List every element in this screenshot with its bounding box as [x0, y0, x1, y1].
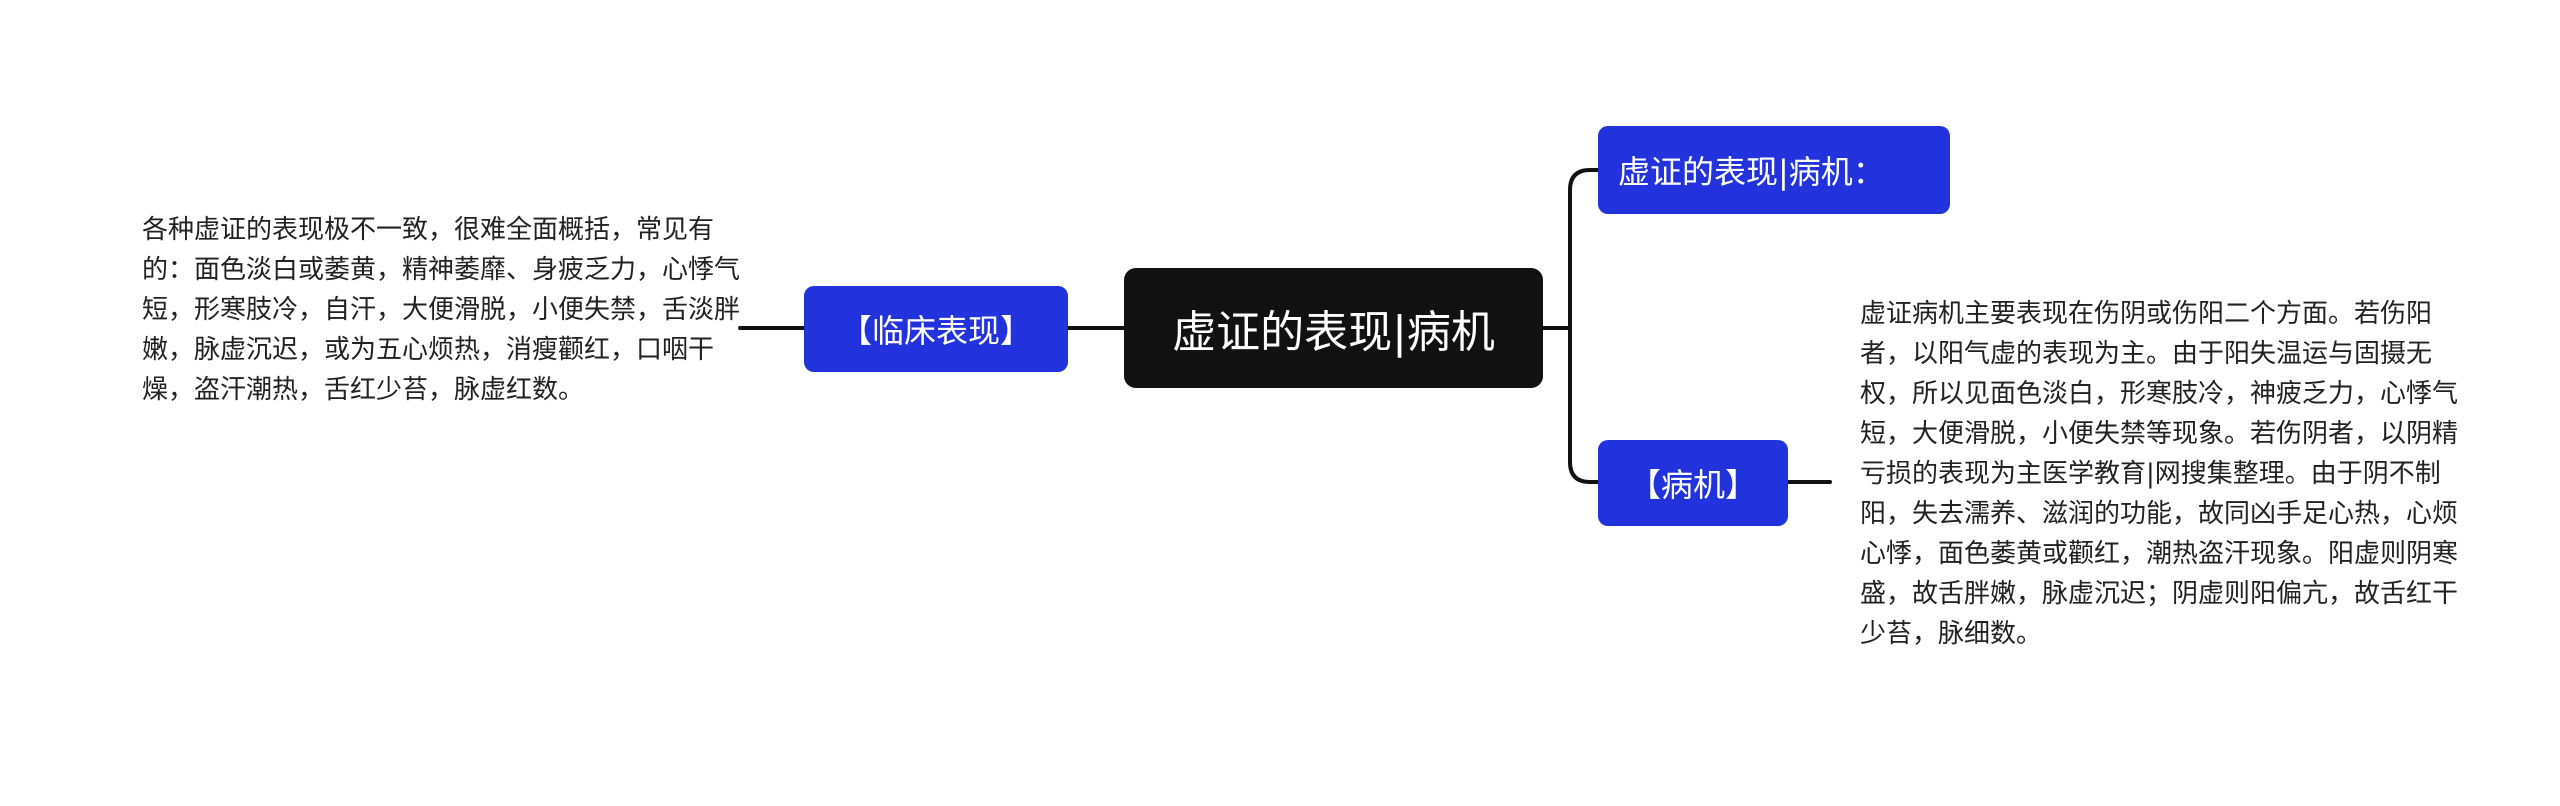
topic-clinical-label: 【临床表现】 — [839, 312, 1032, 350]
pathogenesis-detail-text: 虚证病机主要表现在伤阴或伤阳二个方面。若伤阳者，以阳气虚的表现为主。由于阳失温运… — [1860, 299, 2459, 649]
connector-trunk-to-title — [1568, 168, 1600, 330]
topic-pathogenesis-label: 【病机】 — [1628, 466, 1757, 504]
connector-trunk-to-bingji — [1568, 326, 1600, 484]
central-topic[interactable]: 虚证的表现|病机 — [1124, 268, 1543, 388]
central-topic-label: 虚证的表现|病机 — [1172, 307, 1495, 358]
topic-pathogenesis[interactable]: 【病机】 — [1598, 440, 1788, 526]
topic-deficiency-title-label: 虚证的表现|病机： — [1618, 153, 1885, 191]
topic-deficiency-title[interactable]: 虚证的表现|病机： — [1598, 126, 1950, 214]
clinical-detail-text: 各种虚证的表现极不一致，很难全面概括，常见有的：面色淡白或萎黄，精神萎靡、身疲乏… — [142, 215, 741, 405]
topic-clinical-manifestations[interactable]: 【临床表现】 — [804, 286, 1068, 372]
